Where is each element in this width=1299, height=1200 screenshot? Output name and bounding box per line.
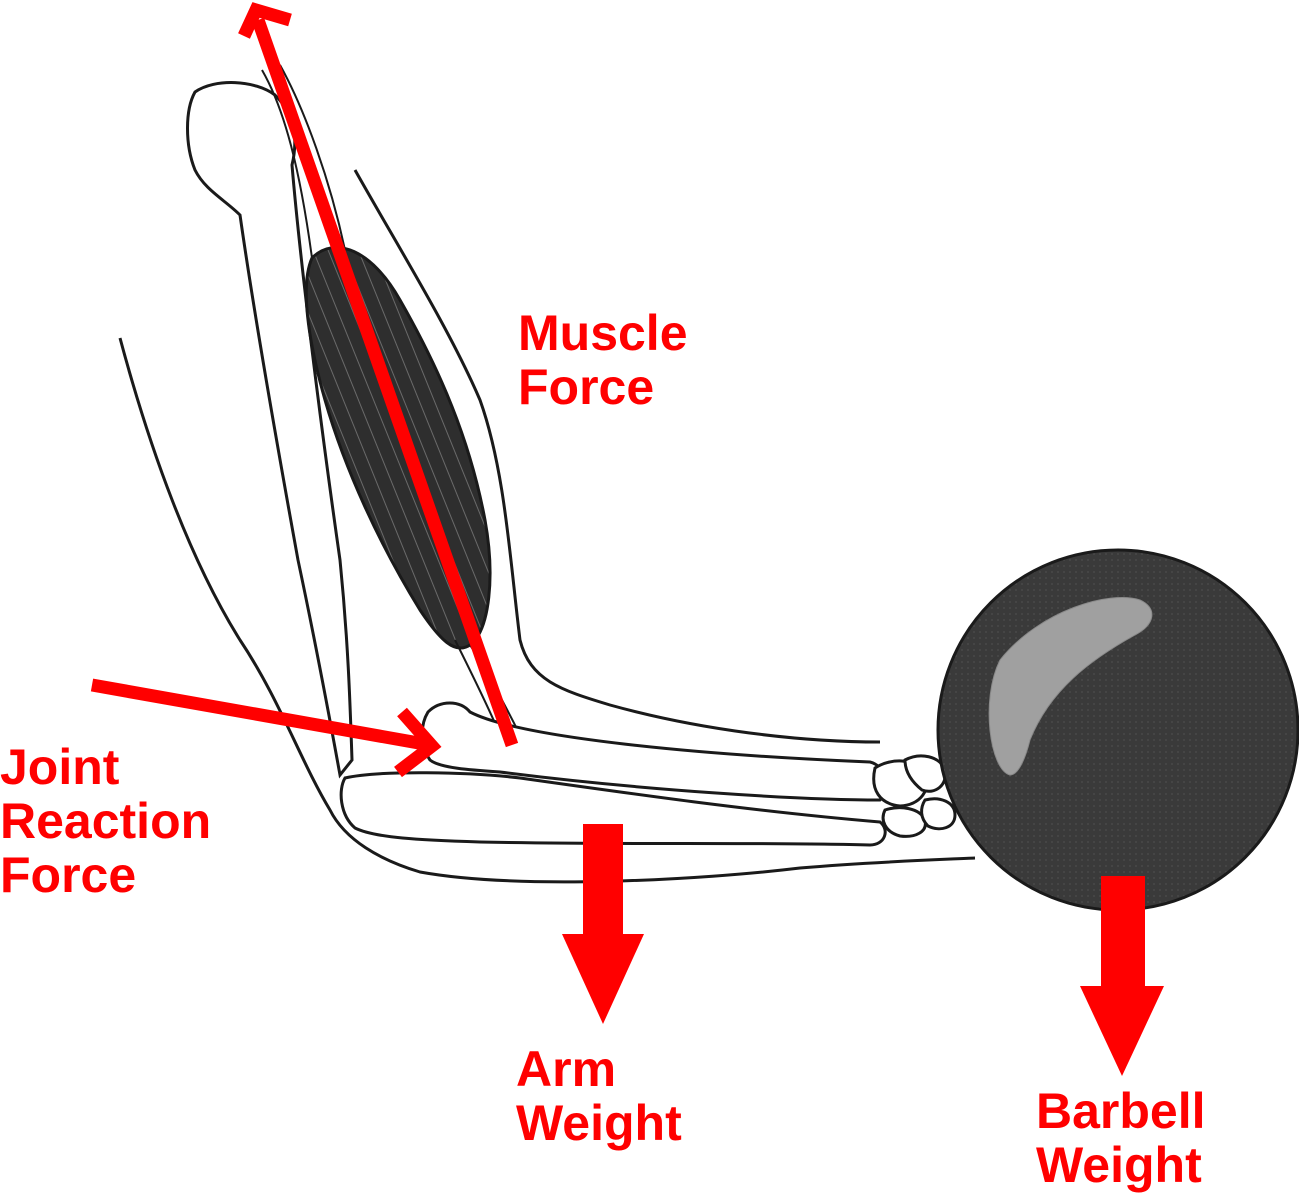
barbell-weight-label: Barbell Weight — [1036, 1084, 1206, 1192]
humerus-bone — [186, 81, 354, 779]
barbell-weight-label-line-2: Weight — [1036, 1137, 1202, 1193]
skin-outline-front — [353, 169, 881, 744]
joint-reaction-force-label-line-1: Joint — [0, 739, 120, 795]
tendon-upper — [261, 64, 346, 259]
arm-weight-label: Arm Weight — [516, 1042, 682, 1150]
joint-reaction-force-label: Joint Reaction Force — [0, 740, 211, 902]
muscle-force-arrow — [238, 2, 519, 748]
arm-weight-label-line-2: Weight — [516, 1095, 682, 1151]
joint-reaction-force-arrow — [90, 678, 442, 778]
muscle-force-label-line-1: Muscle — [518, 305, 688, 361]
arm-weight-arrow — [562, 824, 644, 1024]
joint-reaction-force-label-line-3: Force — [0, 847, 137, 903]
skin-outline-back — [118, 337, 976, 884]
arm-weight-label-line-1: Arm — [516, 1041, 617, 1097]
muscle-force-label-line-2: Force — [518, 359, 655, 415]
barbell-weight-label-line-1: Barbell — [1036, 1083, 1206, 1139]
barbell-ball-highlight — [988, 597, 1153, 776]
ulna-bone — [339, 771, 887, 847]
joint-reaction-force-label-line-2: Reaction — [0, 793, 212, 849]
muscle-force-label: Muscle Force — [518, 306, 688, 414]
barbell-weight-arrow — [1080, 876, 1164, 1076]
wrist-bones — [872, 754, 957, 838]
